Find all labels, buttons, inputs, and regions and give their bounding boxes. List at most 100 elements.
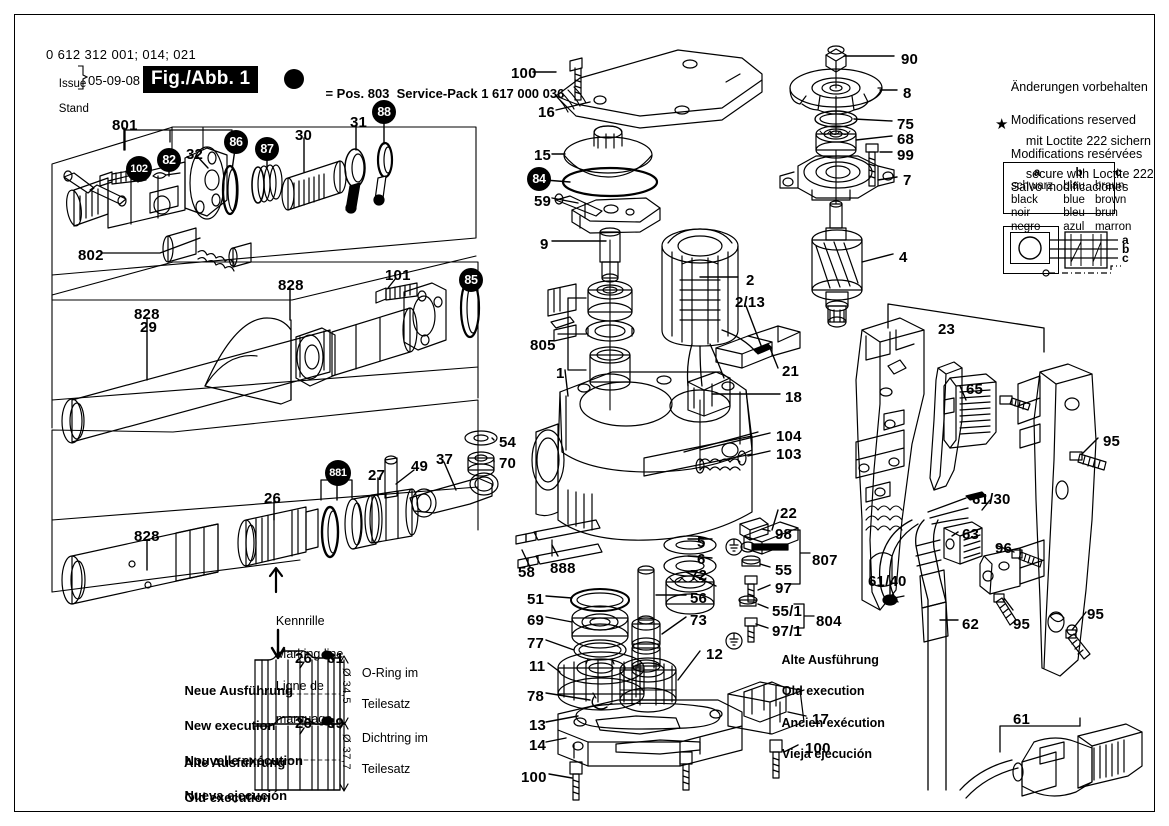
issue-date: 05-09-08	[88, 73, 141, 88]
part-callout-75: 75	[897, 116, 915, 133]
part-callout-23: 23	[938, 321, 956, 338]
part-callout-56: 56	[690, 590, 708, 607]
wire-color-table: a b c schwarz blau braun black blue brow…	[1003, 162, 1131, 233]
table-row: noir bleu brun	[1011, 207, 1118, 220]
part-callout-61-30: 61/30	[972, 491, 1011, 508]
part-callout-55: 55	[775, 562, 793, 579]
loctite-note: mit Loctite 222 sichern secure with Loct…	[1025, 133, 1154, 182]
part-callout-6: 6	[697, 551, 706, 568]
part-callout-70: 70	[499, 455, 517, 472]
table-row: schwarz blau braun	[1011, 180, 1125, 192]
figure-label: Fig./Abb. 1	[143, 66, 259, 93]
issue-label-en: Stand	[58, 103, 89, 116]
part-callout-95: 95	[1087, 606, 1105, 623]
servicepack-dot-icon	[284, 69, 304, 89]
servicepack-callout-88: 88	[372, 100, 396, 124]
part-callout-103: 103	[776, 446, 802, 463]
issue-label-de: Issue	[58, 78, 87, 91]
servicepack-callout-85: 85	[459, 268, 483, 292]
part-callout-78: 78	[527, 688, 545, 705]
sealring-set-note: Dichtring im Teilesatz	[361, 730, 428, 776]
part-callout-72: 72	[690, 567, 708, 584]
part-callout-12: 12	[706, 646, 724, 663]
modifications-note: Änderungen vorbehalten Modifications res…	[1010, 79, 1148, 195]
part-callout-22: 22	[780, 505, 798, 522]
servicepack-callout-881: 881	[325, 460, 351, 486]
part-callout-63: 63	[962, 526, 980, 543]
color-col-b: b	[1075, 167, 1083, 179]
part-callout-4: 4	[899, 249, 908, 266]
servicepack-callout-87: 87	[255, 137, 279, 161]
part-callout-73: 73	[690, 612, 708, 629]
part-callout-15: 15	[534, 147, 552, 164]
dimension-new: Ø 34,5	[340, 668, 352, 705]
part-callout-802: 802	[78, 247, 104, 264]
part-callout-61-40: 61/40	[868, 573, 907, 590]
part-callout-804: 804	[816, 613, 842, 630]
part-callout-96: 96	[995, 540, 1013, 557]
part-callout-49: 49	[411, 458, 429, 475]
issue-brace-icon	[78, 65, 89, 90]
part-callout-98: 98	[775, 526, 793, 543]
part-callout-26: 26	[264, 490, 282, 507]
part-callout-21: 21	[782, 363, 800, 380]
part-callout-17: 17	[812, 711, 830, 728]
issue-labels: Issue Stand	[46, 66, 89, 128]
part-callout-18: 18	[785, 389, 803, 406]
wire-terminal-b: b	[1122, 242, 1130, 256]
part-callout-68: 68	[897, 131, 915, 148]
part-callout-99: 99	[897, 147, 915, 164]
part-callout-37: 37	[436, 451, 454, 468]
part-callout-828: 828	[134, 528, 160, 545]
part-callout-90: 90	[901, 51, 919, 68]
part-callout-101: 101	[385, 267, 411, 284]
part-callout-16: 16	[538, 104, 556, 121]
page-border	[14, 14, 1155, 812]
servicepack-note: = Pos. 803 Service-Pack 1 617 000 036	[325, 85, 565, 101]
dimension-old: Ø 37,7	[340, 734, 352, 771]
part-callout-14: 14	[529, 737, 547, 754]
servicepack-callout-86: 86	[224, 130, 248, 154]
old-execution-note: Alte Ausführung Old execution Ancien exé…	[183, 755, 292, 826]
wire-terminal-c: c	[1122, 251, 1129, 265]
part-callout-27: 27	[368, 467, 386, 484]
part-callout-5: 5	[697, 534, 706, 551]
part-callout-828: 828	[134, 306, 160, 323]
wiring-schematic-icon	[1018, 231, 1121, 277]
oring-set-note: O-Ring im Teilesatz	[361, 665, 419, 711]
part-callout-65: 65	[966, 381, 984, 398]
part-callout-11: 11	[529, 658, 546, 675]
part-callout-888: 888	[550, 560, 576, 577]
wiring-switch-box	[1003, 226, 1059, 274]
marking-line-note: Kennrille Marking line Ligne de marquage	[275, 614, 344, 726]
part-callout-58: 58	[518, 564, 536, 581]
part-callout-77: 77	[527, 635, 545, 652]
part-callout-26: 26	[295, 650, 313, 667]
part-callout-8: 8	[903, 85, 912, 102]
part-callout-100: 100	[511, 65, 537, 82]
part-callout-100: 100	[521, 769, 547, 786]
wiring-switch-inner	[1010, 232, 1050, 264]
part-callout-104: 104	[776, 428, 802, 445]
part-callout-828: 828	[278, 277, 304, 294]
part-callout-26: 26	[295, 715, 313, 732]
part-callout-54: 54	[499, 434, 517, 451]
part-callout-59: 59	[534, 193, 552, 210]
servicepack-callout-82: 82	[157, 148, 181, 172]
part-callout-62: 62	[962, 616, 980, 633]
part-callout-39: 39	[327, 715, 345, 732]
servicepack-callout-84: 84	[527, 167, 551, 191]
part-callout-32: 32	[186, 146, 204, 163]
part-callout-95: 95	[1103, 433, 1121, 450]
star-icon: ★	[995, 116, 1009, 133]
part-callout-97-1: 97/1	[772, 623, 802, 640]
product-code: 0 612 312 001; 014; 021	[46, 47, 197, 62]
color-col-c: c	[1114, 167, 1122, 179]
part-callout-801: 801	[112, 117, 138, 134]
part-callout-805: 805	[530, 337, 556, 354]
part-callout-81: 81	[327, 650, 345, 667]
table-row: negro azul marron	[1011, 220, 1132, 233]
part-callout-69: 69	[527, 612, 545, 629]
